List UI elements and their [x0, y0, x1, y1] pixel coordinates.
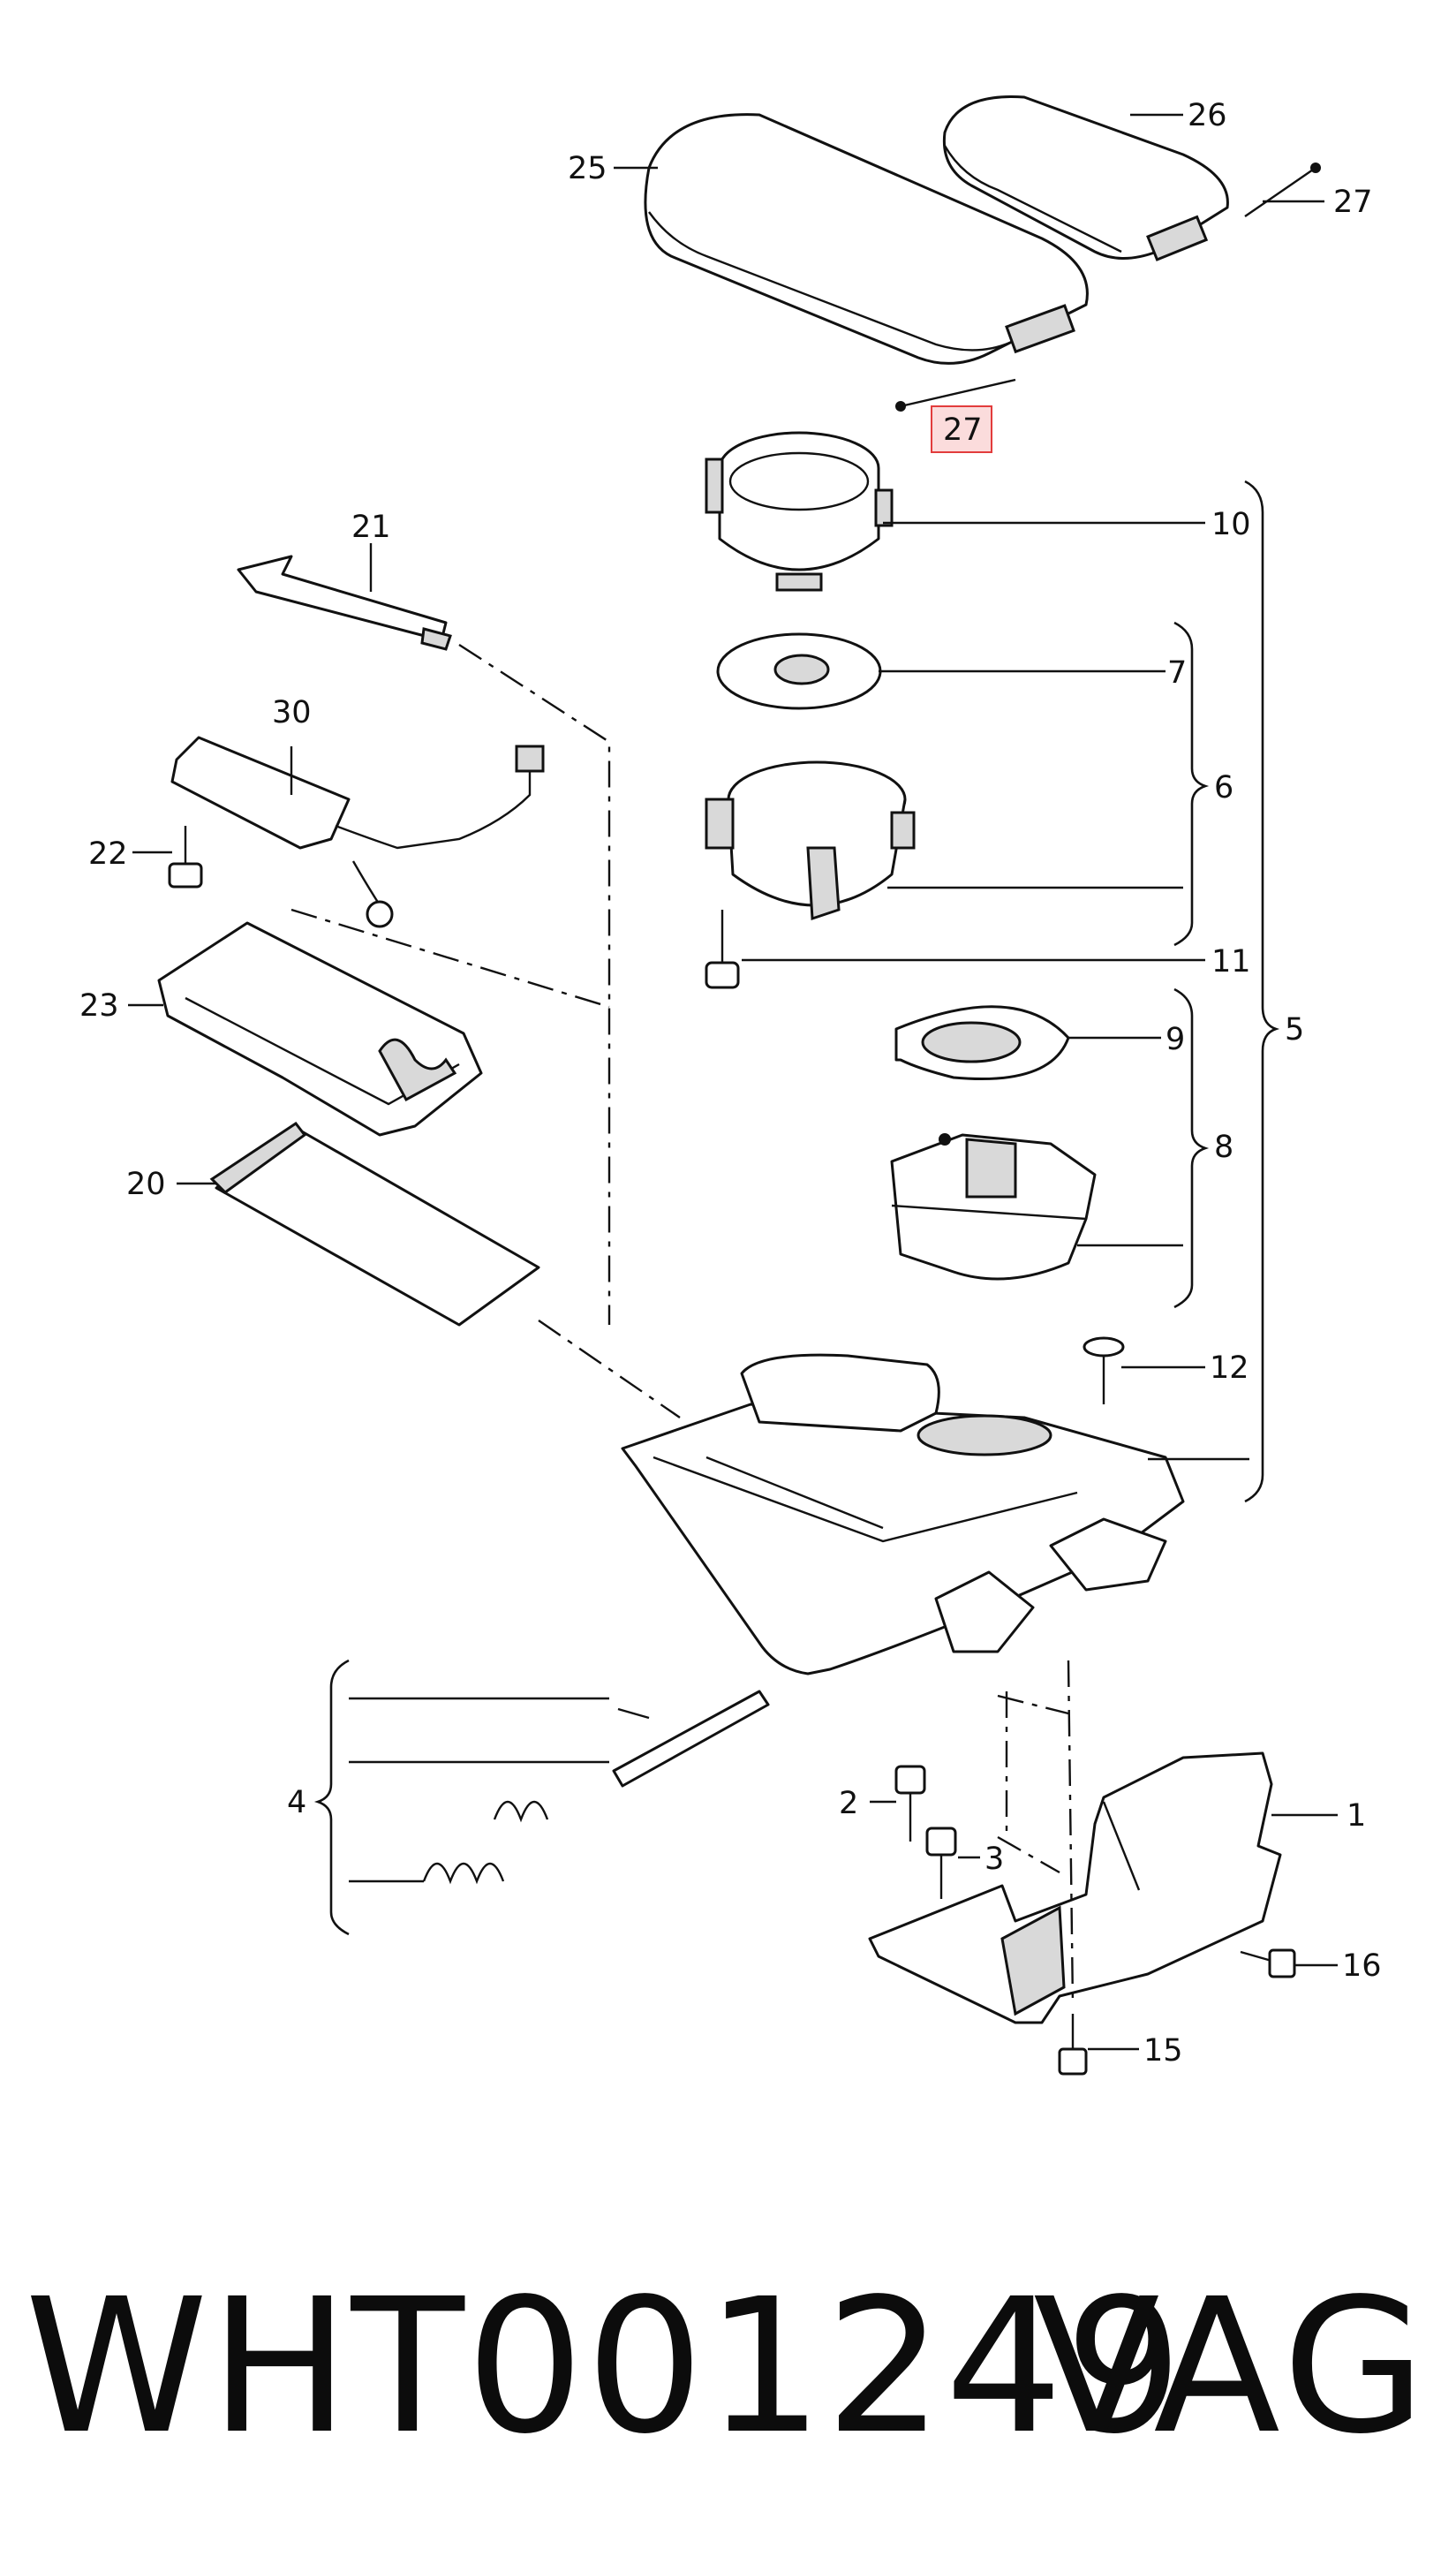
callout-7: 7 — [1167, 655, 1187, 691]
callout-9: 9 — [1166, 1022, 1185, 1057]
callout-15: 15 — [1143, 2033, 1183, 2069]
cupholder-insert-part-6 — [705, 760, 916, 921]
callout-5: 5 — [1285, 1012, 1304, 1048]
cover-part-9 — [894, 1005, 1070, 1081]
callout-4: 4 — [287, 1785, 306, 1820]
callout-3: 3 — [984, 1842, 1004, 1877]
callout-6: 6 — [1214, 770, 1233, 806]
pin-part-27-upper — [1244, 163, 1321, 217]
caption-bar: WHT001249 VAG — [0, 2243, 1456, 2491]
callout-labels: 26 25 27 27 10 7 6 11 5 9 8 12 21 30 22 … — [79, 98, 1382, 2069]
callout-27-upper: 27 — [1333, 185, 1373, 220]
brand-label: VAG — [1033, 2258, 1431, 2475]
cupholder-ring-part-10 — [705, 431, 894, 592]
console-frame-part-5 — [621, 1353, 1185, 1675]
callout-12: 12 — [1210, 1350, 1249, 1386]
assembly-lines — [290, 643, 1075, 2006]
tray-part-23 — [157, 921, 483, 1137]
linkage-part-4 — [422, 1690, 770, 1885]
bracket-braces — [313, 480, 1280, 1936]
screw-part-2 — [894, 1765, 926, 1842]
leader-lines — [128, 113, 1338, 2051]
callout-11: 11 — [1211, 944, 1251, 980]
callout-21: 21 — [351, 510, 391, 545]
callout-30: 30 — [272, 695, 312, 730]
callout-10: 10 — [1211, 507, 1251, 542]
screw-part-11 — [705, 910, 740, 989]
bolt-part-16 — [1240, 1948, 1296, 1978]
exploded-parts-diagram: 26 25 27 27 10 7 6 11 5 9 8 12 21 30 22 … — [79, 95, 1382, 2076]
screw-part-12 — [1083, 1336, 1125, 1404]
armrest-cover-part-26 — [942, 95, 1229, 261]
part-number-label: WHT001249 — [25, 2258, 1185, 2475]
pin-part-27-lower — [895, 378, 1016, 412]
callout-8: 8 — [1214, 1130, 1233, 1165]
callout-23: 23 — [79, 988, 119, 1024]
module-part-30 — [170, 736, 545, 928]
callout-1: 1 — [1347, 1798, 1366, 1834]
armrest-lid-part-25 — [644, 113, 1089, 365]
callout-25: 25 — [568, 151, 607, 186]
bolt-part-15 — [1058, 2014, 1088, 2076]
callout-highlight-box — [931, 405, 992, 453]
ashtray-body-part-8 — [890, 1133, 1097, 1281]
callout-27-highlighted: 27 — [943, 412, 983, 448]
callout-16: 16 — [1342, 1948, 1382, 1984]
bracket-part-1 — [868, 1751, 1282, 2024]
callout-2: 2 — [839, 1786, 858, 1821]
callout-20: 20 — [126, 1167, 166, 1202]
mat-part-20 — [209, 1121, 540, 1327]
screw-part-3 — [925, 1827, 957, 1899]
screw-part-22 — [168, 826, 203, 889]
rubber-mat-part-7 — [716, 632, 882, 710]
trim-strip-part-21 — [237, 555, 452, 651]
callout-26: 26 — [1188, 98, 1227, 133]
callout-22: 22 — [88, 836, 128, 872]
